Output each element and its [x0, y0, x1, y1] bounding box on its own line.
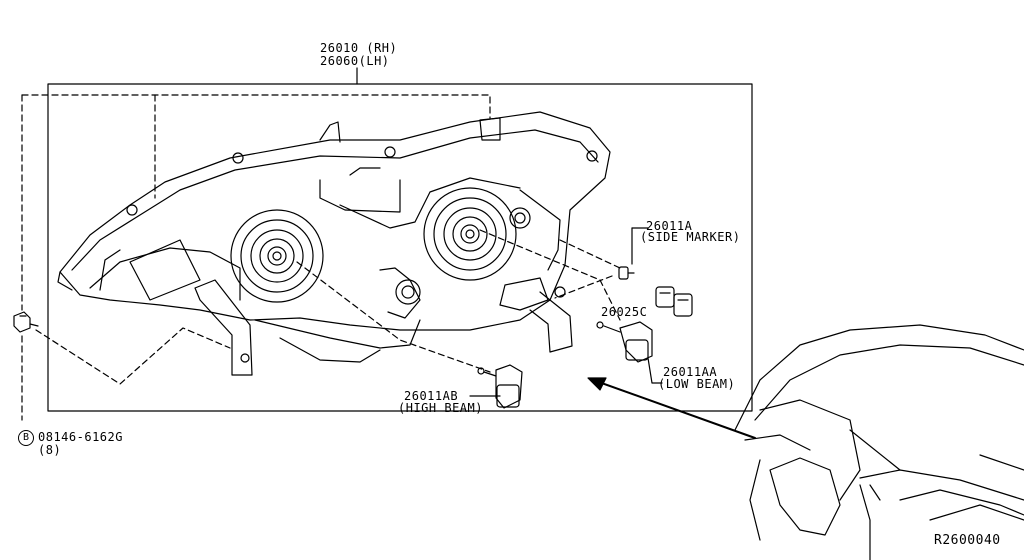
high-beam-bulb-drawing: [477, 364, 523, 409]
left-lens-drawing: [230, 209, 324, 303]
vehicle-front-drawing: [734, 324, 1024, 560]
headlamp-assembly-drawing: [57, 111, 611, 376]
side-marker-bulb-drawing: [618, 266, 635, 280]
side-marker-part-label: 26011A: [646, 219, 693, 233]
bolt-part-label: 08146-6162G: [38, 430, 123, 444]
low-beam-desc-label: (LOW BEAM): [658, 377, 736, 391]
socket-drawing: [655, 286, 693, 317]
high-beam-desc-label: (HIGH BEAM): [398, 401, 483, 415]
low-beam-part-label: 26011AA: [663, 365, 718, 379]
bolt-qty-label: (8): [38, 443, 62, 457]
assembly-part-rh-label: 26010 (RH): [320, 41, 398, 55]
assembly-part-lh-label: 26060(LH): [320, 54, 390, 68]
bolt-drawing: [13, 311, 39, 333]
drawing-id: R2600040: [934, 533, 1001, 548]
high-beam-part-label: 26011AB: [404, 389, 459, 403]
assembly-frame: [47, 83, 753, 412]
location-arrow: [595, 380, 756, 439]
socket-part-label: 26025C: [601, 305, 648, 319]
low-beam-bulb-drawing: [596, 321, 653, 363]
right-lens-drawing: [423, 187, 517, 281]
side-marker-desc-label: (SIDE MARKER): [640, 230, 741, 244]
bolt-symbol: B: [18, 430, 34, 446]
